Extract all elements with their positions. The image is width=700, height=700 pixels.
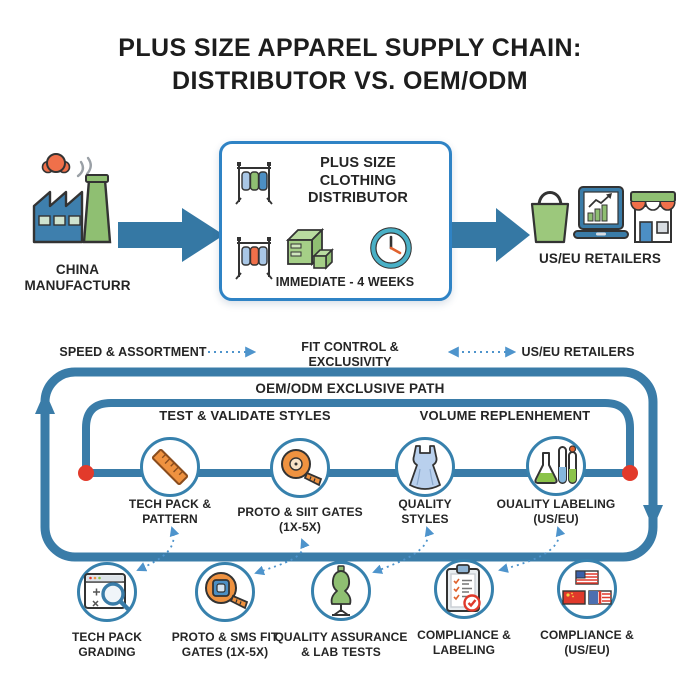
stage-label-3-line2: STYLES <box>401 512 449 526</box>
bottom-label-1-line2: GRADING <box>78 645 136 659</box>
stage-label-4-line1: OUALITY LABELING <box>496 497 616 511</box>
bottom-circle-proto-sms <box>195 562 255 622</box>
stage-label-1-line1: TECH PACK & <box>128 497 212 511</box>
bottom-label-3-line1: QUALITY ASSURANCE <box>274 630 408 644</box>
stage-circle-proto-gates <box>270 438 330 498</box>
dress-icon <box>403 443 447 491</box>
stage-label-2-line1: PROTO & SIIT GATES <box>237 505 363 519</box>
bottom-label-3-line2: & LAB TESTS <box>301 645 381 659</box>
clipboard-check-icon <box>442 564 486 614</box>
mannequin-icon <box>321 565 361 617</box>
stage-circle-tech-pack <box>140 437 200 497</box>
source-label: CHINA MANUFACTURR <box>0 262 155 294</box>
clothing-rack-icon <box>234 160 274 206</box>
stage-label-2-line2: (1X-5X) <box>278 520 322 534</box>
stage-circle-quality-styles <box>395 437 455 497</box>
stage-label-4: OUALITY LABELING (US/EU) <box>481 497 631 527</box>
distributor-title-line2: CLOTHING <box>319 172 397 189</box>
fit-tape-icon <box>201 570 249 614</box>
bottom-label-2: PROTO & SMS FIT GATES (1X-5X) <box>152 630 298 660</box>
stage-label-1: TECH PACK & PATTERN <box>95 497 245 527</box>
title-line2: DISTRIBUTOR VS. OEM/ODM <box>172 67 528 95</box>
loop-down-arrow-icon <box>643 505 663 528</box>
factory-icon <box>26 150 126 260</box>
stage-group-2-label: VOLUME REPLENHEMENT <box>419 408 591 423</box>
bottom-label-5-line1: COMPLIANCE & <box>540 628 634 642</box>
outer-loop-path <box>40 367 658 562</box>
storefront-icon <box>629 188 677 246</box>
loop-up-arrow-icon <box>35 391 55 414</box>
bottom-label-1-line1: TECH PACK <box>71 630 142 644</box>
clothing-rack-icon <box>234 235 274 281</box>
dashed-connector-1 <box>136 526 180 572</box>
dashed-connector-3 <box>372 526 435 574</box>
bottom-label-2-line1: PROTO & SMS FIT <box>171 630 279 644</box>
oem-path-title: OEM/ODM EXCLUSIVE PATH <box>255 381 445 396</box>
bottom-label-4-line1: COMPLIANCE & <box>417 628 511 642</box>
stage-circle-quality-labeling <box>526 436 586 496</box>
distributor-box: PLUS SIZE CLOTHING DISTRIBUTOR <box>219 141 452 301</box>
stage-label-1-line2: PATTERN <box>142 512 198 526</box>
stage-group-1-label: TEST & VALIDATE STYLES <box>159 408 331 423</box>
bottom-circle-quality-assurance <box>311 561 371 621</box>
comparison-left-label: SPEED & ASSORTMENT <box>59 345 207 359</box>
destination-label: US/EU RETAILERS <box>538 251 661 266</box>
shopping-bag-icon <box>527 182 573 246</box>
bottom-label-2-line2: GATES (1X-5X) <box>181 645 269 659</box>
page-title: PLUS SIZE APPAREL SUPPLY CHAIN: DISTRIBU… <box>0 32 700 98</box>
measuring-tape-icon <box>277 448 323 488</box>
dashed-connector-4 <box>498 526 566 573</box>
grading-search-icon <box>83 568 131 616</box>
bottom-circle-tech-pack-grading <box>77 562 137 622</box>
laptop-chart-icon <box>572 185 630 245</box>
bottom-label-3: QUALITY ASSURANCE & LAB TESTS <box>268 630 414 660</box>
stage-label-3: QUALITY STYLES <box>350 497 500 527</box>
title-line1: PLUS SIZE APPAREL SUPPLY CHAIN: <box>118 34 582 62</box>
flow-arrow-icon <box>118 206 224 264</box>
bottom-label-4: COMPLIANCE & LABELING <box>391 628 537 658</box>
inner-arch-path <box>82 399 634 473</box>
flow-arrow-icon <box>452 206 530 264</box>
bottom-label-4-line2: LABELING <box>432 643 496 657</box>
loop-node-left <box>78 465 94 481</box>
stage-label-4-line2: (US/EU) <box>533 512 579 526</box>
lab-flasks-icon <box>533 443 579 489</box>
bottom-label-1: TECH PACK GRADING <box>34 630 180 660</box>
source-label-line1: CHINA <box>55 262 100 277</box>
shipping-boxes-icon <box>282 220 334 274</box>
distributor-timeline: IMMEDIATE - 4 WEEKS <box>275 275 415 289</box>
comparison-right-label: US/EU RETAILERS <box>521 345 635 359</box>
bottom-label-5: COMPLIANCE & (US/EU) <box>514 628 660 658</box>
stage-label-2: PROTO & SIIT GATES (1X-5X) <box>225 505 375 535</box>
bottom-label-5-line2: (US/EU) <box>564 643 610 657</box>
distributor-title-line3: DISTRIBUTOR <box>308 190 408 206</box>
distributor-title-line1: PLUS SIZE <box>320 155 396 171</box>
loop-node-right <box>622 465 638 481</box>
flags-icon <box>561 569 613 609</box>
bottom-circle-compliance-labeling <box>434 559 494 619</box>
source-label-line2: MANUFACTURR <box>24 278 131 293</box>
clock-icon <box>369 226 413 270</box>
ruler-icon <box>148 445 192 489</box>
stage-label-3-line1: QUALITY <box>398 497 452 511</box>
bottom-circle-compliance-useu <box>557 559 617 619</box>
distributor-title: PLUS SIZE CLOTHING DISTRIBUTOR <box>278 155 438 208</box>
dashed-connector-2 <box>254 538 310 576</box>
